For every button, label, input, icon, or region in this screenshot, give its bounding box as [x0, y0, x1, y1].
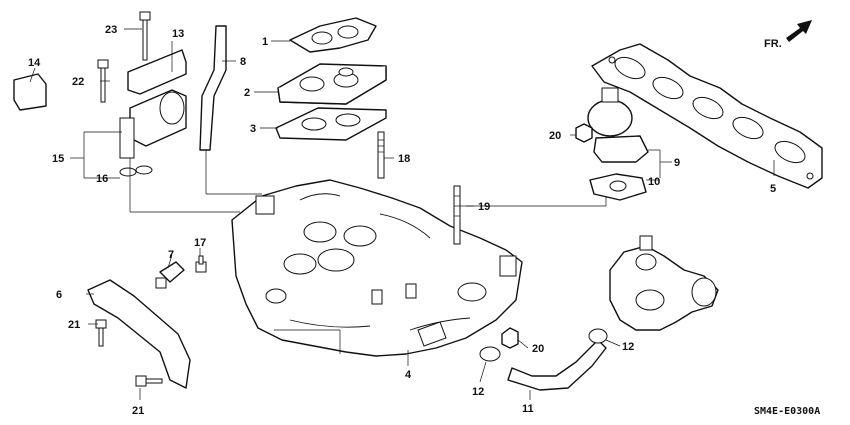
part-8-hose — [199, 25, 227, 151]
callout-3: 3 — [250, 123, 256, 135]
part-21-bolt-lower — [135, 375, 163, 387]
part-12-clamp-right — [588, 328, 608, 344]
callout-4: 4 — [405, 369, 412, 381]
callout-20-lower: 20 — [532, 343, 544, 355]
callout-13: 13 — [172, 28, 184, 40]
part-17-bolt — [195, 255, 207, 273]
part-16-o-ring — [119, 165, 153, 177]
part-11-hose — [507, 339, 607, 391]
part-20-nut-lower — [501, 327, 519, 349]
part-23-bolt — [139, 11, 151, 61]
callout-11: 11 — [522, 403, 534, 415]
part-14-clip — [13, 73, 47, 111]
part-10-gasket — [589, 173, 647, 201]
callout-5: 5 — [770, 183, 776, 195]
part-2-insulator — [277, 63, 387, 105]
callout-19: 19 — [478, 201, 490, 213]
part-9-egr-valve — [587, 87, 649, 163]
callout-21-upper: 21 — [68, 319, 80, 331]
callout-9: 9 — [674, 157, 680, 169]
callout-17: 17 — [194, 237, 206, 249]
callout-12-right: 12 — [622, 341, 634, 353]
diagram-code: SM4E-E0300A — [754, 406, 820, 417]
callout-22: 22 — [72, 76, 84, 88]
callout-8: 8 — [240, 56, 246, 68]
part-19-stud — [453, 185, 461, 245]
callout-12-left: 12 — [472, 386, 484, 398]
callout-14: 14 — [28, 57, 41, 69]
part-6-bracket — [87, 279, 191, 389]
part-12-clamp-left — [479, 346, 501, 362]
callout-2: 2 — [244, 87, 250, 99]
callout-16: 16 — [96, 173, 108, 185]
part-1-gasket — [289, 17, 377, 53]
direction-label: FR. — [764, 38, 782, 50]
callout-7: 7 — [168, 249, 174, 261]
callout-21-lower: 21 — [132, 405, 144, 417]
part-13-bracket — [127, 49, 187, 95]
part-7-sensor — [155, 261, 185, 289]
callout-15: 15 — [52, 153, 64, 165]
part-5-gasket — [591, 43, 823, 189]
callout-23: 23 — [105, 24, 117, 36]
part-15-valve — [119, 89, 187, 159]
part-18-stud — [377, 131, 385, 179]
callout-18: 18 — [398, 153, 410, 165]
part-22-bolt — [97, 59, 109, 103]
front-arrow-icon — [786, 20, 812, 42]
front-direction-indicator: FR. — [764, 20, 812, 50]
part-4-intake-manifold — [231, 179, 523, 357]
part-3-gasket — [275, 107, 387, 141]
part-20-nut-upper — [575, 123, 593, 143]
callout-labels: 1 2 3 4 5 6 7 8 9 10 11 12 12 13 14 15 1… — [28, 24, 776, 417]
callout-20-upper: 20 — [549, 130, 561, 142]
callout-1: 1 — [262, 36, 268, 48]
callout-6: 6 — [56, 289, 62, 301]
callout-10: 10 — [648, 176, 660, 188]
leader-lines — [29, 28, 775, 400]
thermostat-housing — [609, 235, 719, 331]
